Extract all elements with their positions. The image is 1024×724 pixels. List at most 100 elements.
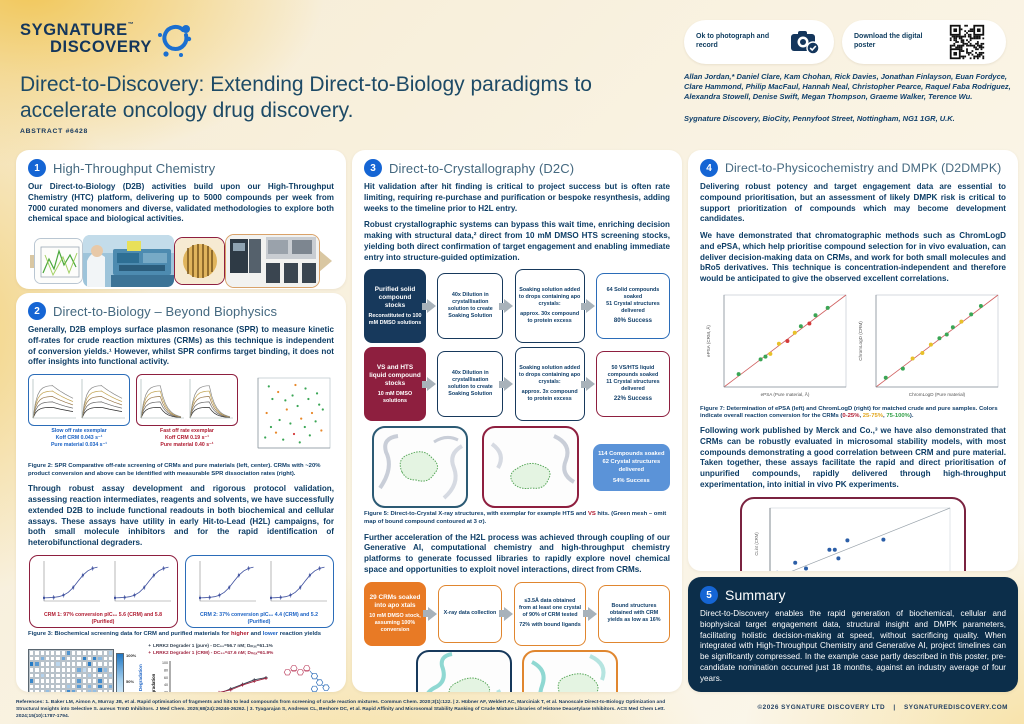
fig1-computational-design-image: [34, 238, 84, 284]
affiliation: Sygnature Discovery, BioCity, Pennyfoot …: [684, 114, 955, 123]
svg-text:60: 60: [164, 675, 168, 679]
fig2-fast-offrate-sensorgrams: [136, 374, 238, 426]
section-title: Direct-to-Biology – Beyond Biophysics: [53, 303, 278, 319]
flow-arrow-icon: [582, 606, 597, 621]
fig2-slow-offrate-sensorgrams: [28, 374, 130, 426]
flow-arrow-icon: [422, 377, 437, 392]
lead-author: Allan Jordan,*: [684, 72, 735, 81]
panel-summary: 5 Summary Direct-to-Discovery enables th…: [688, 577, 1018, 692]
logo-wordmark: SYGNATURE™ DISCOVERY: [20, 21, 152, 57]
svg-text:40: 40: [164, 683, 168, 687]
section-title: Direct-to-Physicochemistry and DMPK (D2D…: [725, 161, 1002, 175]
flow-arrow-icon: [499, 299, 514, 314]
figure3: CRM 1: 97% conversion pIC₅₀ 5.6 (CRM) an…: [28, 554, 334, 629]
photo-permission-pill[interactable]: Ok to photograph and record: [684, 20, 834, 64]
section-title: Summary: [725, 587, 786, 603]
fig1-analysis-instruments-photo: [225, 234, 320, 288]
fig7-left-ylabel: ePSA (CRM, Å): [705, 324, 711, 356]
flow-arrow-icon: [580, 299, 595, 314]
poster-title: Direct-to-Discovery: Extending Direct-to…: [20, 73, 592, 123]
fig8-ylabel: CLint (CRM): [754, 531, 759, 555]
fig4-legend-pure: +LRRK2 Degrader 1 (pure) - DC₅₀=56.7 nM;…: [148, 643, 273, 649]
author-list: Allan Jordan,* Daniel Clare, Kam Chohan,…: [684, 72, 1012, 102]
qr-code: [949, 24, 985, 60]
figure7-caption: Figure 7: Determination of ePSA (left) a…: [700, 405, 998, 420]
panel-direct-to-crystallography: 3 Direct-to-Crystallography (D2C) Hit va…: [352, 150, 682, 692]
svg-text:100: 100: [162, 661, 168, 665]
coauthors: Daniel Clare, Kam Chohan, Rick Davies, J…: [684, 72, 1011, 102]
fig4-colorbar-ticks: 100%50%0%: [126, 653, 137, 684]
abstract-number: ABSTRACT #6428: [20, 128, 88, 135]
figure8: CLint (Pure material) CLint (CRM): [700, 496, 1006, 571]
fig4-dose-response-plot: 100 80 60 40 20 0 -20 -40 -10 -9 -8 -7: [151, 660, 268, 692]
svg-text:80: 80: [164, 668, 168, 672]
fig4-degrader-structure: [284, 665, 330, 692]
molecule-logo-icon: [157, 24, 192, 57]
flow1-dilution-box: 40x Dilution in crystallisation solution…: [437, 273, 504, 340]
p3-para1: Hit validation after hit finding is crit…: [364, 182, 670, 213]
section-number-badge: 1: [28, 159, 46, 177]
fig4-single-point-heatmap: [28, 649, 114, 692]
p3-para2: Robust crystallographic systems can bypa…: [364, 220, 670, 262]
flow1-soaking-box: Soaking solution added to drops containi…: [514, 269, 585, 344]
copyright-separator: |: [893, 704, 896, 711]
sygnature-logo: SYGNATURE™ DISCOVERY: [20, 21, 194, 60]
download-pill-label: Download the digital poster: [854, 33, 923, 49]
bound-structures-box: Bound structures obtained with CRM yield…: [598, 584, 670, 643]
fig7-left-xlabel: ePSA (Pure material, Å): [761, 391, 810, 397]
fig1-automation-platform-photo: [83, 235, 175, 287]
download-poster-pill[interactable]: Download the digital poster: [842, 20, 1006, 64]
p2-para2: Through robust assay development and rig…: [28, 484, 334, 548]
fig7-right-xlabel: ChromLogD (Pure material): [909, 392, 966, 397]
flow-arrow-icon: [498, 606, 513, 621]
p1-body: Our Direct-to-Biology (D2B) activities b…: [28, 182, 334, 224]
flow-arrow-icon: [580, 377, 595, 392]
fig7-chromlogd-scatter: ChromLogD (Pure material) ChromLogD (CRM…: [858, 294, 999, 397]
copyright-line: ©2026 SYGNATURE DISCOVERY LTD | SYGNATUR…: [751, 704, 1008, 711]
p2-para1: Generally, D2B employs surface plasmon r…: [28, 325, 334, 367]
fig8-microsomal-scatter: CLint (Pure material) CLint (CRM): [754, 507, 951, 571]
figure7: ePSA (Pure material, Å) ePSA (CRM, Å) Ch…: [700, 291, 1006, 403]
p4-para2: We have demonstrated that chromatographi…: [700, 231, 1006, 283]
flow2-dilution-box: 40x Dilution in crystallisation solution…: [437, 351, 504, 418]
panel-d2dmpk: 4 Direct-to-Physicochemistry and DMPK (D…: [688, 150, 1018, 571]
website-text: SYGNATUREDISCOVERY.COM: [903, 704, 1008, 711]
section-number-badge: 5: [700, 586, 718, 604]
flow-arrow-icon: [422, 606, 437, 621]
fig7-epsa-scatter: ePSA (Pure material, Å) ePSA (CRM, Å): [705, 294, 847, 397]
section-number-badge: 4: [700, 159, 718, 177]
figure1-workflow-strip: [28, 231, 334, 289]
figure2-caption: Figure 2: SPR Comparative off-rate scree…: [28, 463, 321, 477]
flow2-soaking-box: Soaking solution added to drops containi…: [514, 347, 585, 422]
panel-high-throughput-chemistry: 1 High-Throughput Chemistry Our Direct-t…: [16, 150, 346, 289]
section-title: High-Throughput Chemistry: [53, 160, 216, 176]
section-number-badge: 3: [364, 159, 382, 177]
fig7-right-ylabel: ChromLogD (CRM): [858, 321, 863, 361]
fig5-hts-crystal-structure: [372, 426, 469, 509]
fig4-dose-response-block: +LRRK2 Degrader 1 (pure) - DC₅₀=56.7 nM;…: [148, 643, 276, 692]
logo-line1: SYGNATURE: [20, 21, 128, 39]
fig3-crm1-box: CRM 1: 97% conversion pIC₅₀ 5.6 (CRM) an…: [28, 554, 178, 629]
xray-collection-box: X-ray data collection: [438, 584, 502, 643]
fig3-crm1-caption: CRM 1: 97% conversion pIC₅₀ 5.6 (CRM) an…: [43, 611, 162, 625]
fig8-frame: CLint (Pure material) CLint (CRM): [740, 496, 966, 571]
p4-para1: Delivering robust potency and target eng…: [700, 182, 1006, 224]
fig5-vs-crystal-structure: [482, 426, 579, 509]
svg-text:20: 20: [164, 690, 168, 692]
flow-arrow-icon: [499, 377, 514, 392]
section-number-badge: 2: [28, 302, 46, 320]
p4-para3: Following work published by Merck and Co…: [700, 426, 1006, 489]
